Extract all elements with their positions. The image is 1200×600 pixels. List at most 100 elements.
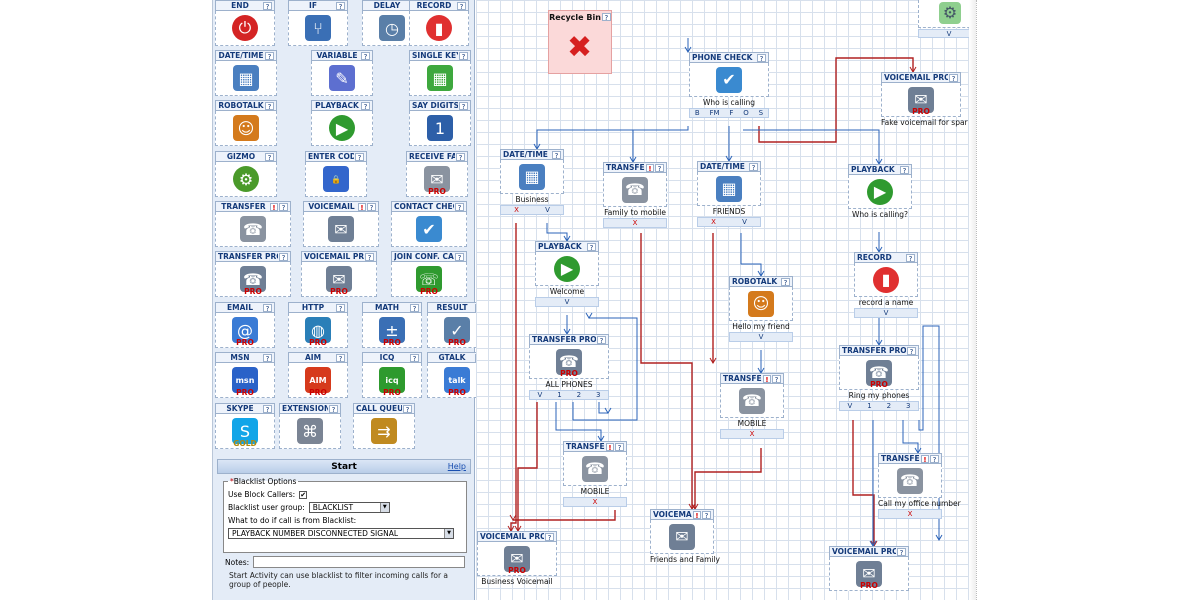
help-icon[interactable]: ?: [263, 353, 272, 362]
help-icon[interactable]: ?: [336, 303, 345, 312]
help-icon[interactable]: ?: [459, 51, 468, 60]
node-port[interactable]: X: [592, 498, 598, 506]
node-port[interactable]: F: [729, 109, 734, 117]
palette-tile-variable[interactable]: VARIABLE? ✎: [311, 50, 373, 96]
flow-node-playback-who[interactable]: PLAYBACK? ▶ Who is calling?: [848, 164, 912, 220]
node-port[interactable]: X: [632, 219, 638, 227]
flow-node-voicemail-pro-business[interactable]: VOICEMAIL PRO? ✉PRO Business Voicemail: [477, 531, 557, 587]
help-icon[interactable]: ?: [597, 335, 606, 345]
help-icon[interactable]: ?: [410, 353, 419, 362]
help-icon[interactable]: ?: [365, 252, 374, 261]
help-icon[interactable]: ?: [336, 1, 345, 10]
blacklist-action-select[interactable]: PLAYBACK NUMBER DISCONNECTED SIGNAL▼: [228, 528, 454, 539]
use-block-callers-checkbox[interactable]: ✔: [299, 490, 308, 499]
palette-tile-single-key[interactable]: SINGLE KEY? ▦: [409, 50, 471, 96]
palette-tile-call-queue[interactable]: CALL QUEUE? ⇉: [353, 403, 415, 449]
palette-tile-gizmo[interactable]: GIZMO? ⚙: [215, 151, 277, 197]
help-icon[interactable]: ?: [906, 253, 915, 263]
node-port[interactable]: S: [758, 109, 764, 117]
help-icon[interactable]: ?: [456, 152, 465, 161]
node-port[interactable]: 2: [576, 391, 582, 399]
help-icon[interactable]: ?: [455, 252, 464, 261]
node-port[interactable]: 2: [886, 402, 892, 410]
palette-tile-record[interactable]: RECORD? ▮: [409, 0, 469, 46]
help-icon[interactable]: ?: [757, 53, 766, 63]
palette-tile-contact-check[interactable]: CONTACT CHECK? ✔: [391, 201, 467, 247]
dropdown-arrow-icon[interactable]: ▼: [444, 529, 453, 538]
palette-tile-playback[interactable]: PLAYBACK? ▶: [311, 100, 373, 146]
node-port[interactable]: 3: [596, 391, 601, 399]
palette-tile-voicemail-pro[interactable]: VOICEMAIL PRO? ✉PRO: [301, 251, 377, 297]
help-icon[interactable]: ?: [552, 150, 561, 160]
recycle-bin[interactable]: Recycle Bin? ✖: [548, 10, 612, 74]
node-port[interactable]: 1: [867, 402, 872, 410]
palette-tile-math[interactable]: MATH? ±PRO: [362, 302, 422, 348]
palette-tile-receive-fax[interactable]: RECEIVE FAX? ✉PRO: [406, 151, 468, 197]
help-icon[interactable]: ?: [455, 202, 464, 211]
node-port[interactable]: 3: [906, 402, 911, 410]
help-icon[interactable]: ?: [336, 353, 345, 362]
node-port[interactable]: X: [907, 510, 913, 518]
palette-tile-enter-code[interactable]: ENTER CODE? 🔒: [305, 151, 367, 197]
warning-icon[interactable]: !: [693, 510, 701, 520]
help-icon[interactable]: ?: [361, 51, 370, 60]
help-icon[interactable]: ?: [265, 152, 274, 161]
warning-icon[interactable]: !: [358, 202, 366, 211]
help-icon[interactable]: ?: [459, 101, 468, 110]
notes-input[interactable]: [253, 556, 465, 568]
palette-tile-if[interactable]: IF? ⑂: [288, 0, 348, 46]
help-icon[interactable]: ?: [587, 242, 596, 252]
warning-icon[interactable]: !: [646, 163, 654, 173]
help-icon[interactable]: ?: [265, 101, 274, 110]
node-port[interactable]: V: [742, 218, 747, 226]
help-icon[interactable]: ?: [361, 101, 370, 110]
palette-tile-transfer[interactable]: TRANSFER!? ☎: [215, 201, 291, 247]
help-icon[interactable]: ?: [279, 252, 288, 261]
help-icon[interactable]: ?: [772, 374, 781, 384]
help-link[interactable]: Help: [447, 462, 466, 471]
help-icon[interactable]: ?: [702, 510, 711, 520]
help-icon[interactable]: ?: [263, 404, 272, 413]
warning-icon[interactable]: !: [606, 442, 614, 452]
palette-tile-end[interactable]: END? ⏻: [215, 0, 275, 46]
flow-node-voicemail-pro-fake[interactable]: VOICEMAIL PRO? ✉PRO Fake voicemail for s…: [881, 72, 968, 128]
palette-tile-date-time[interactable]: DATE/TIME? ▦: [215, 50, 277, 96]
node-port[interactable]: B: [694, 109, 700, 117]
node-port[interactable]: V: [564, 298, 570, 306]
blacklist-user-group-select[interactable]: BLACKLIST▼: [308, 502, 390, 513]
help-icon[interactable]: ?: [279, 202, 288, 211]
help-icon[interactable]: ?: [355, 152, 364, 161]
dropdown-arrow-icon[interactable]: ▼: [379, 503, 389, 512]
flow-node-voicemail-pro-bottom[interactable]: VOICEMAIL PRO? ✉PRO: [829, 546, 909, 591]
help-icon[interactable]: ?: [900, 165, 909, 175]
help-icon[interactable]: ?: [457, 1, 466, 10]
node-port[interactable]: V: [847, 402, 853, 410]
help-icon[interactable]: ?: [781, 277, 790, 287]
help-icon[interactable]: ?: [749, 162, 758, 172]
warning-icon[interactable]: !: [270, 202, 278, 211]
palette-tile-join-conf-call[interactable]: JOIN CONF. CALL? ☏PRO: [391, 251, 467, 297]
warning-icon[interactable]: !: [921, 454, 929, 464]
palette-tile-say-digits[interactable]: SAY DIGITS? 1: [409, 100, 471, 146]
help-icon[interactable]: ?: [410, 303, 419, 312]
help-icon[interactable]: ?: [263, 303, 272, 312]
node-port[interactable]: X: [711, 218, 716, 226]
help-icon[interactable]: ?: [655, 163, 664, 173]
palette-tile-email[interactable]: EMAIL? @PRO: [215, 302, 275, 348]
palette-tile-transfer-pro[interactable]: TRANSFER PRO? ☎PRO: [215, 251, 291, 297]
help-icon[interactable]: ?: [907, 346, 916, 356]
help-icon[interactable]: ?: [930, 454, 939, 464]
